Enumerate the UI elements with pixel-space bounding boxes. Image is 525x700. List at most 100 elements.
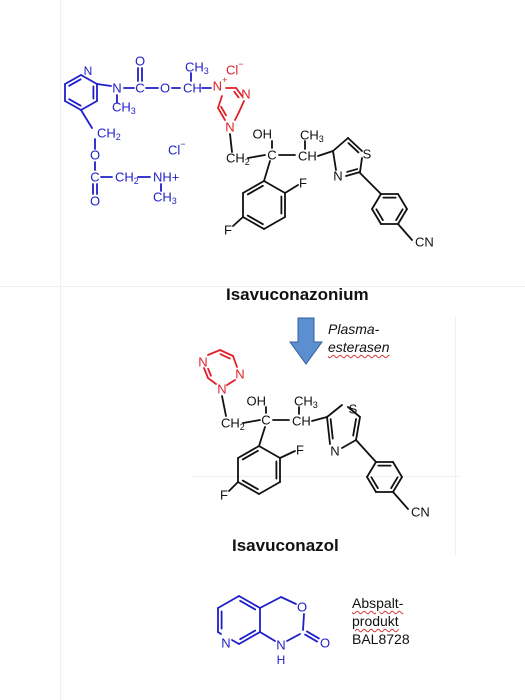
triazole-n-atom: N (198, 355, 207, 370)
pyridine-bond (217, 595, 240, 609)
thiazole-bond (341, 439, 357, 449)
phenyl-bond-inner (390, 476, 399, 490)
prodrug-name: Isavuconazonium (226, 285, 369, 304)
thiazole-s-atom: S (349, 402, 358, 417)
amide-n-atom: N (276, 638, 285, 653)
ch2-label: CH2 (221, 416, 245, 433)
ch2-label: CH2 (97, 126, 121, 143)
core-bond (359, 172, 382, 195)
phenyl-bond (242, 216, 265, 230)
triazole-n-atom: N (217, 382, 226, 397)
bond (88, 78, 98, 85)
ch-label: CH (292, 414, 311, 429)
ch-label: CH (298, 149, 317, 164)
guide-line (455, 316, 456, 556)
chain-bond (96, 83, 112, 87)
core-bond (258, 426, 266, 447)
chloride-ion: Cl− (226, 59, 244, 78)
phenyl-bond (397, 193, 408, 210)
phenyl-bond-inner (246, 184, 264, 196)
pyridine-bond-inner (68, 98, 82, 107)
thiazole-bond (347, 137, 363, 152)
chloride-ion: Cl− (168, 139, 186, 158)
triazolium-n-atom: N (241, 87, 250, 102)
phenyl-bond (392, 461, 403, 478)
triazole-bond (232, 355, 238, 368)
nitrile-bond (397, 223, 413, 241)
thiazole-bond-inner (352, 418, 357, 437)
triazole-bond (234, 111, 240, 121)
phenyl-bond-inner (370, 476, 379, 490)
fluoro-bond (279, 450, 296, 459)
core-bond (355, 439, 377, 463)
active-drug-name: Isavuconazol (232, 536, 339, 555)
phenyl-bond (263, 180, 286, 194)
thiazole-bond (326, 404, 343, 418)
linker-bond (80, 109, 93, 129)
pyridine-bond-inner (68, 78, 82, 87)
thiazole-bond (347, 406, 361, 418)
thiazole-n-atom: N (333, 169, 342, 184)
pyridine-bond (238, 595, 261, 609)
carbonyl-c-atom: C (135, 81, 144, 96)
fluorine-atom: F (220, 488, 228, 503)
n-methyl-label: CH3 (112, 100, 136, 117)
guide-line (0, 286, 525, 287)
nitrile-label: CN (415, 235, 434, 250)
linker-o-atom: O (90, 148, 100, 163)
phenyl-bond (237, 481, 260, 495)
pyridine-bond-inner (239, 599, 257, 611)
thiazole-n-atom: N (330, 444, 339, 459)
core-bond (221, 395, 227, 417)
phenyl-bond (242, 180, 265, 194)
triazole-bond-inner (233, 90, 240, 99)
byproduct-label-line1: Abspalt- (352, 595, 404, 611)
triazole-bond-inner (219, 353, 231, 360)
triazole-bond (217, 107, 226, 121)
core-bond (247, 154, 266, 159)
phenyl-bond (366, 476, 377, 493)
triazole-bond (217, 95, 223, 109)
core-bond (242, 419, 261, 424)
ch-label: CH (183, 81, 202, 96)
core-bonds (221, 133, 413, 510)
thiazole-bond (332, 150, 337, 171)
oxazinone-bond (259, 631, 276, 642)
methyl-label: CH3 (185, 60, 209, 77)
ester-o-atom: O (160, 81, 170, 96)
phenyl-bond (258, 445, 281, 459)
triazole-bond (207, 377, 217, 385)
hydroxyl-label: OH (253, 127, 273, 142)
pyridine-bond (238, 631, 261, 645)
fluorine-atom: F (299, 176, 307, 191)
core-bond (311, 416, 328, 422)
phenyl-bond (397, 208, 408, 225)
nitrile-label: CN (411, 505, 430, 520)
triazole-bond (219, 349, 234, 357)
thiazole-bond-inner (347, 142, 360, 154)
quaternary-c-atom: C (261, 413, 270, 428)
oxazinone-bond (280, 596, 297, 605)
fluoro-bond (284, 184, 299, 194)
enzyme-label: Plasma- esterasen (328, 320, 389, 356)
pyridine-n-atom: N (84, 64, 93, 78)
ammonium-label: NH+ (153, 170, 179, 185)
guide-line (60, 0, 61, 700)
conversion-arrow (289, 317, 323, 365)
nitrile-bond (392, 491, 409, 510)
n-methyl-label: CH3 (153, 190, 177, 207)
enzyme-label-line2: esterasen (328, 339, 390, 355)
byproduct-label-line3: BAL8728 (352, 631, 410, 647)
triazole-n-atom: N (235, 367, 244, 382)
carbamate-n-atom: N (112, 81, 121, 96)
triazole-bond-inner (207, 367, 212, 377)
phenyl-bond (237, 445, 260, 459)
prodrug-bonds (64, 67, 320, 645)
thiazole-bond (332, 137, 349, 152)
thiazole-bond (355, 416, 361, 441)
methyl-label: CH3 (294, 394, 318, 411)
phenyl-bond (392, 476, 403, 493)
ch2-label: CH2 (226, 151, 250, 168)
phenyl-bond-inner (375, 208, 384, 222)
